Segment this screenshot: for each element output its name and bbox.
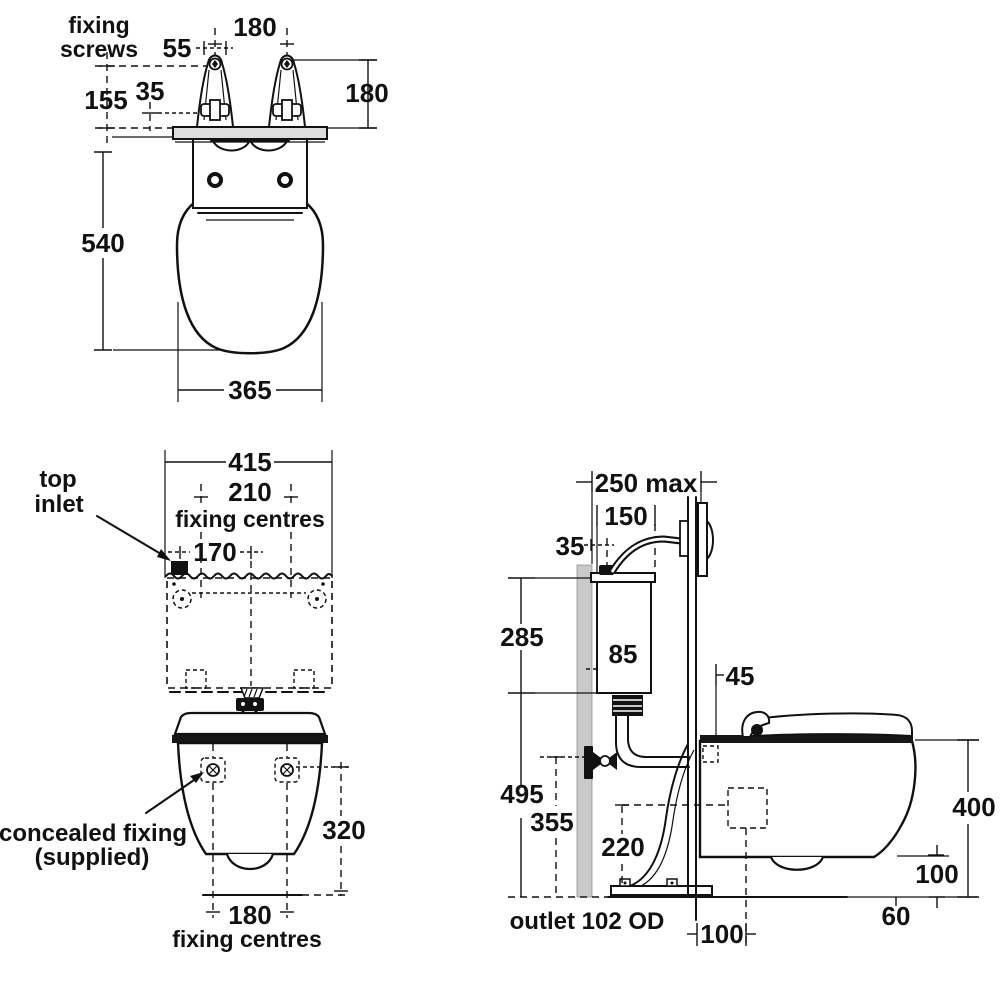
dim-depth-540: 540 xyxy=(81,228,124,258)
dim-180-fixing-centres: 180 xyxy=(228,900,271,930)
cistern-fixing-hole-left xyxy=(172,589,192,609)
label-outlet: outlet 102 OD xyxy=(510,908,665,935)
dim-320: 320 xyxy=(322,815,365,845)
pan-body-side xyxy=(698,739,917,859)
side-view: 250 max 150 35 285 85 45 495 355 220 out… xyxy=(500,468,995,949)
dim-100-right: 100 xyxy=(915,859,958,889)
hinge-bolt-left xyxy=(207,172,223,188)
dim-55: 55 xyxy=(163,33,192,63)
support-bracket xyxy=(629,743,689,887)
cistern-side xyxy=(596,581,652,694)
dim-width-365: 365 xyxy=(228,375,271,405)
dim-400: 400 xyxy=(952,792,995,822)
tank-plan xyxy=(192,137,308,209)
dim-355: 355 xyxy=(530,807,573,837)
fixing-bracket-left xyxy=(195,54,235,128)
dim-495: 495 xyxy=(500,779,543,809)
actuator-tube xyxy=(609,535,682,574)
dim-170: 170 xyxy=(193,537,236,567)
dim-45: 45 xyxy=(726,661,755,691)
dim-155: 155 xyxy=(84,85,127,115)
flush-valve-side xyxy=(612,695,643,716)
label-fixing-screws-1: fixing xyxy=(68,12,129,38)
pan-fixing-right xyxy=(274,757,300,783)
arrowhead-concealed-fixing xyxy=(190,772,204,783)
seat-rim-front xyxy=(172,735,328,743)
flush-button-knob xyxy=(706,520,714,560)
dim-285: 285 xyxy=(500,622,543,652)
plan-view: fixing screws 180 55 35 155 180 540 365 xyxy=(60,12,389,405)
caption-fixing-centres-bottom: fixing centres xyxy=(172,926,322,952)
dim-35-side: 35 xyxy=(556,531,585,561)
dim-85: 85 xyxy=(609,639,638,669)
wall-plate xyxy=(172,126,328,140)
caption-fixing-centres-top: fixing centres xyxy=(175,506,325,532)
concealed-cistern-outline xyxy=(166,577,333,689)
flush-button-plate xyxy=(697,502,708,577)
top-inlet-port xyxy=(171,561,188,575)
dim-100-bottom: 100 xyxy=(700,919,743,949)
label-concealed-2: (supplied) xyxy=(35,844,150,871)
label-concealed-1: concealed fixing xyxy=(0,820,187,847)
cistern-fixing-hole-right xyxy=(307,589,327,609)
dim-210: 210 xyxy=(228,477,271,507)
pan-body-front xyxy=(176,741,324,856)
dim-415: 415 xyxy=(228,447,271,477)
dim-220: 220 xyxy=(601,832,644,862)
dim-screw-centres-180: 180 xyxy=(233,12,276,42)
fixing-bracket-right xyxy=(267,54,307,128)
wall-section xyxy=(576,564,593,898)
seat-rim-side xyxy=(700,735,913,743)
dim-bracket-180: 180 xyxy=(345,78,388,108)
stop-valve-icon xyxy=(584,746,617,779)
seat-lid-side xyxy=(755,712,913,738)
seat-lid-front xyxy=(173,711,327,736)
floor-frame-base xyxy=(610,885,713,896)
label-fixing-screws-2: screws xyxy=(60,36,138,62)
dim-60: 60 xyxy=(882,901,911,931)
arrowhead-top-inlet xyxy=(157,549,171,561)
dim-35-plan: 35 xyxy=(136,76,165,106)
front-view: 415 210 fixing centres 170 top inlet con… xyxy=(0,447,366,952)
label-top-inlet-1: top xyxy=(39,466,76,493)
pan-fixing-left xyxy=(200,757,226,783)
label-top-inlet-2: inlet xyxy=(34,491,83,518)
dim-150: 150 xyxy=(604,501,647,531)
inlet-fitting xyxy=(599,565,614,575)
dim-250-max: 250 max xyxy=(595,468,698,498)
hinge-bolt-right xyxy=(277,172,293,188)
